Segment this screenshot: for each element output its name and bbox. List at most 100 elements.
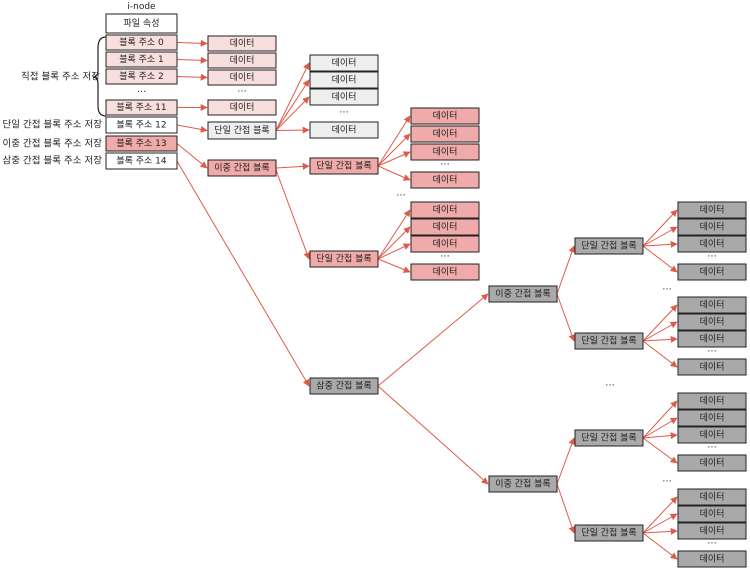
triple-b1-data-1-label: 데이터 [700, 413, 725, 424]
direct-brace [92, 36, 107, 117]
inode-block-address-8-label: 블록 주소 14 [116, 156, 167, 167]
data-pointer-arrow [377, 209, 411, 260]
triple-a2-single-indirect-label: 단일 간접 블록 [581, 335, 636, 347]
single-data-block-2-label: 데이터 [332, 92, 357, 103]
inode-block-address-5 [105, 99, 178, 116]
triple-pointer-arrow [176, 160, 310, 387]
triple-a1-data-1-label: 데이터 [700, 222, 725, 233]
data-pointer-arrow [642, 245, 678, 273]
double-b-single-indirect-label: 단일 간접 블록 [316, 253, 371, 265]
data-pointer-arrow [642, 240, 678, 248]
data-pointer-arrow [642, 304, 678, 342]
label-triple-indirect: 삼중 간접 블록 주소 저장 [3, 155, 103, 167]
triple-b1-data-2 [677, 426, 747, 444]
triple-to-double-arrow [377, 385, 489, 485]
triple-b1-data-0 [677, 392, 747, 410]
double-a-data-2 [410, 143, 480, 161]
single-data-arrow [275, 62, 310, 131]
inode-block-address-5-label: 블록 주소 11 [116, 102, 166, 113]
double-to-single-arrow [275, 162, 310, 170]
triple-a1-data-0-label: 데이터 [700, 205, 725, 216]
triple-a1-data-2-label: 데이터 [700, 239, 725, 250]
double-a-data-3 [410, 171, 480, 189]
single-indirect-block-label: 단일 간접 블록 [214, 124, 269, 136]
inode-block-address-6 [105, 116, 178, 134]
triple-a1-data-0 [677, 201, 747, 219]
single-data-block-3-label: 데이터 [332, 125, 357, 136]
direct-data-block-2 [207, 69, 277, 86]
double-b-data-1 [410, 218, 480, 236]
direct-data-ellipsis: ··· [237, 87, 247, 98]
single-data-arrow [275, 79, 310, 131]
double-a-single-indirect-label: 단일 간접 블록 [316, 160, 371, 172]
inode-block-address-2-label: 블록 주소 1 [119, 54, 164, 65]
double-a-data-1 [410, 125, 480, 143]
double-b-data-1-label: 데이터 [433, 222, 458, 233]
data-pointer-arrow [377, 151, 411, 167]
triple-a2-data-3 [677, 358, 747, 376]
triple-b2-data-0-label: 데이터 [700, 492, 725, 503]
triple-a2-data-1 [677, 313, 747, 331]
double-a-data-0-label: 데이터 [433, 111, 458, 122]
inode-block-address-1 [105, 34, 178, 51]
data-pointer-arrow [642, 527, 678, 535]
direct-data-block-3-label: 데이터 [230, 102, 255, 113]
data-pointer-arrow [642, 321, 678, 342]
triple-a2-data-1-label: 데이터 [700, 317, 725, 328]
triple-b1-data-3-label: 데이터 [700, 458, 725, 469]
double-b-data-2 [410, 235, 480, 253]
data-pointer-arrow [642, 432, 678, 440]
inode-block-address-2 [105, 51, 178, 68]
label-single-indirect: 단일 간접 블록 주소 저장 [3, 119, 103, 131]
direct-data-block-1 [207, 52, 277, 69]
data-pointer-arrow [642, 340, 678, 368]
triple-a-group-ellipsis: ··· [662, 285, 672, 296]
data-pointer-arrow [377, 243, 411, 260]
data-pointer-arrow [377, 258, 411, 273]
double-a-data-1-label: 데이터 [433, 129, 458, 140]
triple-b1-data-0-label: 데이터 [700, 396, 725, 407]
double-to-single-arrow [556, 293, 576, 342]
direct-data-block-0 [207, 35, 277, 52]
direct-pointer-arrow [176, 39, 208, 47]
triple-b-group-ellipsis: ··· [662, 477, 672, 488]
triple-b2-data-3 [677, 550, 747, 568]
direct-data-block-2-label: 데이터 [230, 72, 255, 83]
double-to-single-arrow [556, 483, 576, 534]
single-pointer-arrow [176, 124, 208, 133]
single-data-arrow [275, 96, 310, 131]
direct-pointer-arrow [176, 73, 208, 81]
triple-a2-data-3-label: 데이터 [700, 362, 725, 373]
data-pointer-arrow [642, 417, 678, 439]
double-b-data-3-label: 데이터 [433, 267, 458, 278]
triple-b1-single-indirect [574, 429, 644, 447]
triple-b2-data-2-label: 데이터 [700, 526, 725, 537]
double-b-data-0 [410, 201, 480, 219]
data-pointer-arrow [642, 226, 678, 247]
triple-a1-data-3-label: 데이터 [700, 267, 725, 278]
inode-block-address-3-label: 블록 주소 2 [119, 71, 164, 82]
inode-block-address-8 [105, 152, 178, 170]
double-group-ellipsis: ··· [396, 191, 406, 202]
single-data-arrow [275, 126, 310, 134]
triple-b1-data-1 [677, 409, 747, 427]
double-b-data-0-label: 데이터 [433, 205, 458, 216]
triple-b2-data-2 [677, 522, 747, 540]
data-pointer-arrow [642, 400, 678, 439]
direct-data-block-1-label: 데이터 [230, 55, 255, 66]
triple-b2-single-indirect-label: 단일 간접 블록 [581, 527, 636, 539]
inode-file-attributes [105, 13, 178, 34]
triple-b1-data-2-label: 데이터 [700, 430, 725, 441]
triple-a2-data-0 [677, 296, 747, 314]
data-pointer-arrow [642, 437, 678, 464]
triple-a1-data-ellipsis: ··· [707, 252, 717, 263]
boxes-layer [92, 13, 747, 568]
triple-mid-ellipsis: ··· [605, 381, 615, 392]
double-a-single-indirect [309, 157, 379, 175]
label-direct-block: 직접 블록 주소 저장 [21, 71, 100, 83]
triple-a1-single-indirect-label: 단일 간접 블록 [581, 240, 636, 252]
triple-double-b [488, 475, 558, 493]
triple-b1-data-ellipsis: ··· [707, 443, 717, 454]
